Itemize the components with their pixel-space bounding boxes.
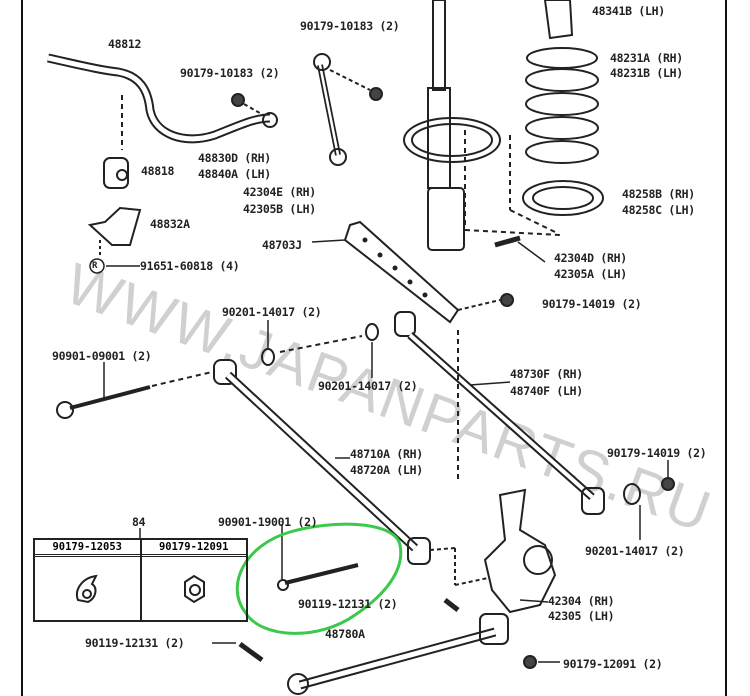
shock-absorber xyxy=(432,0,446,91)
label-bump-stop-lh: 48341B (LH) xyxy=(592,4,665,18)
label-bolt-42304d: 42304D (RH) xyxy=(554,251,627,265)
label-nut-14019-right: 90179-14019 (2) xyxy=(607,446,707,460)
label-strut-rod-lh: 48740F (LH) xyxy=(510,384,583,398)
label-bolt-09001: 90901-09001 (2) xyxy=(52,349,152,363)
label-link-nut: 90179-10183 (2) xyxy=(300,19,400,33)
label-spring-rh: 48231A (RH) xyxy=(610,51,683,65)
table-header: 90179-12053 xyxy=(35,540,140,557)
highlight-circle xyxy=(235,522,403,635)
clamp-bolt-marker: R xyxy=(92,261,98,271)
bushing-48818 xyxy=(103,157,129,189)
label-bushing: 48818 xyxy=(141,164,175,178)
arm-48703j xyxy=(343,220,460,324)
label-bolt-42305a: 42305A (LH) xyxy=(554,267,627,281)
label-insulator-lh: 48258C (LH) xyxy=(622,203,695,217)
label-link-rh: 48830D (RH) xyxy=(198,151,271,165)
label-stabilizer-bar: 48812 xyxy=(108,37,142,51)
nut-variants-table: 90179-12053 90179-12091 xyxy=(33,538,248,622)
label-bolt-12131-left: 90119-12131 (2) xyxy=(85,636,185,650)
label-arm-48703j: 48703J xyxy=(262,238,302,252)
hex-nut-icon xyxy=(183,574,205,603)
label-knuckle-lh: 42305 (LH) xyxy=(548,609,615,623)
label-table-ref: 84 xyxy=(132,515,146,529)
diagram-frame xyxy=(21,0,727,696)
table-cell-12091: 90179-12091 xyxy=(141,540,246,620)
label-insulator-rh: 48258B (RH) xyxy=(622,187,695,201)
label-bracket-lh: 42305B (LH) xyxy=(243,202,316,216)
label-lower-arm-lh: 48720A (LH) xyxy=(350,463,423,477)
spring-insulator xyxy=(522,180,604,216)
label-lower-arm-rh: 48710A (RH) xyxy=(350,447,423,461)
rear-axle-knuckle xyxy=(483,488,557,614)
label-arm-48780a: 48780A xyxy=(325,627,365,641)
table-cell-12053: 90179-12053 xyxy=(35,540,142,620)
label-washer-mid: 90201-14017 (2) xyxy=(318,379,418,393)
label-washer-top: 90201-14017 (2) xyxy=(222,305,322,319)
label-bracket-rh: 42304E (RH) xyxy=(243,185,316,199)
label-strut-rod-rh: 48730F (RH) xyxy=(510,367,583,381)
label-link-lh: 48840A (LH) xyxy=(198,167,271,181)
label-bracket-clamp: 48832A xyxy=(150,217,190,231)
label-clamp-bolt: 91651-60818 (4) xyxy=(140,259,240,273)
table-header: 90179-12091 xyxy=(141,540,246,557)
label-spring-lh: 48231B (LH) xyxy=(610,66,683,80)
flange-nut-icon xyxy=(76,574,98,603)
bracket-48832a xyxy=(87,206,142,246)
label-nut-12091: 90179-12091 (2) xyxy=(563,657,663,671)
label-bar-nut: 90179-10183 (2) xyxy=(180,66,280,80)
label-washer-right: 90201-14017 (2) xyxy=(585,544,685,558)
label-nut-14019-top: 90179-14019 (2) xyxy=(542,297,642,311)
bump-stop xyxy=(543,0,574,40)
label-bolt-19001: 90901-19001 (2) xyxy=(218,515,318,529)
coil-spring xyxy=(525,47,599,164)
label-bolt-12131-circled: 90119-12131 (2) xyxy=(298,597,398,611)
label-knuckle-rh: 42304 (RH) xyxy=(548,594,615,608)
